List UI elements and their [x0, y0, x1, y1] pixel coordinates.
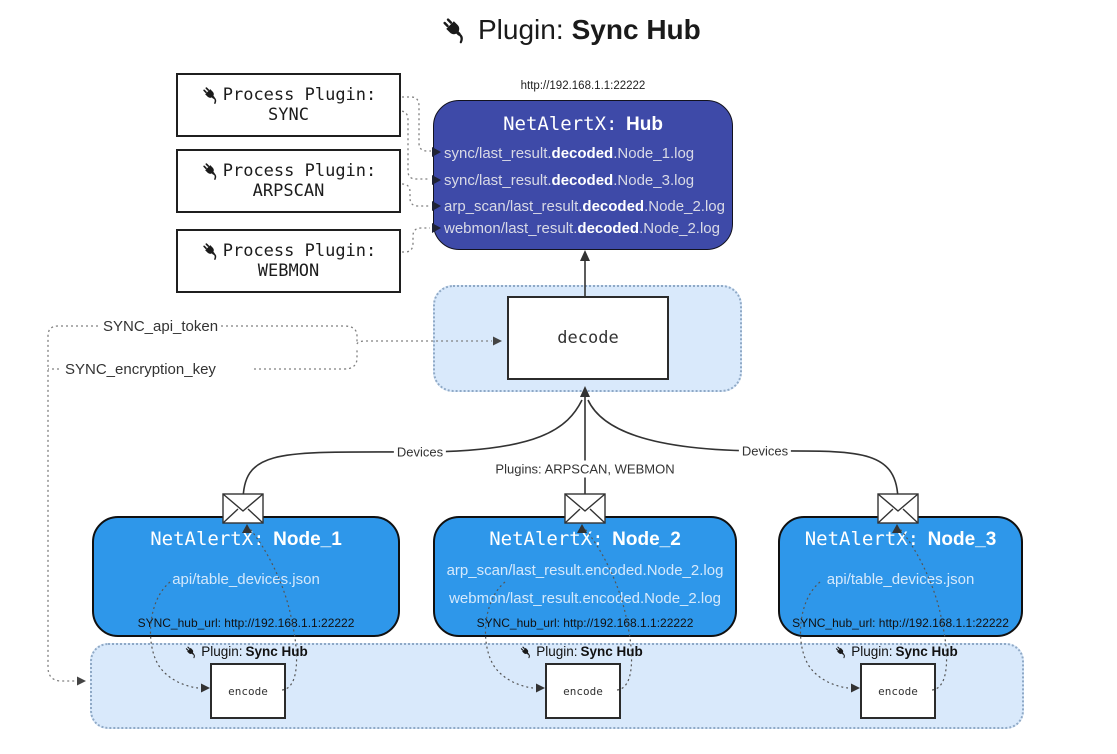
encode-box-3: encode: [860, 663, 936, 719]
hub-file-bold: decoded: [582, 198, 645, 215]
node-hub-url: SYNC_hub_url: http://192.168.1.1:22222: [476, 616, 694, 630]
process-to-hub-edges: [397, 96, 431, 253]
encode-label: encode: [228, 684, 268, 698]
encode-label: encode: [563, 684, 603, 698]
edge-sync-row2: [397, 110, 430, 180]
hub-file-row: sync/last_result.decoded.Node_1.log: [444, 145, 694, 162]
sync-encryption-key-label: SYNC_encryption_key: [62, 361, 219, 378]
arrow-into-encode-container: [77, 676, 86, 686]
sync-api-token-label: SYNC_api_token: [100, 318, 222, 335]
hub-file-pre: webmon/last_result.: [444, 220, 578, 237]
hub-title-prefix: NetAlertX:: [503, 113, 618, 135]
process-plugin-webmon: Process Plugin: WEBMON: [176, 229, 401, 293]
process-plugin-name: WEBMON: [257, 261, 320, 281]
node-title-name: Node_3: [927, 529, 997, 550]
plug-icon: [184, 644, 198, 659]
process-plugin-name: SYNC: [268, 105, 309, 125]
encode-section3-label: Plugin: Sync Hub: [834, 644, 958, 659]
node-title-prefix: NetAlertX:: [804, 528, 920, 550]
plug-icon: [201, 161, 221, 181]
edge-webmon-row4: [397, 227, 430, 253]
node-title: NetAlertX: Node_2: [435, 528, 735, 551]
encode-label: encode: [878, 684, 918, 698]
process-plugin-label: Process Plugin:: [222, 241, 377, 261]
hub-file-pre: arp_scan/last_result.: [444, 198, 583, 215]
hub-file-bold: decoded: [551, 145, 614, 162]
plug-icon: [201, 241, 221, 261]
page-title-name: Sync Hub: [571, 14, 701, 45]
encode-box-2: encode: [545, 663, 621, 719]
edge-sync-row1: [397, 96, 431, 152]
decode-label: decode: [557, 328, 619, 348]
hub-address-label: http://192.168.1.1:22222: [520, 80, 646, 92]
process-plugin-arpscan: Process Plugin: ARPSCAN: [176, 149, 401, 213]
plugin-label-name: Sync Hub: [895, 644, 958, 659]
node-title-name: Node_2: [612, 529, 681, 550]
plugin-label-prefix: Plugin:: [536, 644, 578, 659]
process-plugin-name: ARPSCAN: [252, 181, 325, 201]
node-hub-url: SYNC_hub_url: http://192.168.1.1:22222: [792, 616, 1009, 630]
plug-icon: [201, 85, 221, 105]
hub-file-post: .Node_2.log: [644, 198, 725, 215]
process-plugin-label: Process Plugin:: [222, 85, 377, 105]
hub-file-row: arp_scan/last_result.decoded.Node_2.log: [444, 198, 725, 215]
plugin-label-name: Sync Hub: [245, 644, 308, 659]
plugin-label-prefix: Plugin:: [201, 644, 243, 659]
node3-box: NetAlertX:Node_3 api/table_devices.json …: [778, 516, 1023, 637]
edge-arpscan-row3: [397, 183, 430, 207]
page-title-prefix: Plugin:: [478, 14, 564, 45]
hub-file-post: .Node_3.log: [613, 172, 695, 189]
hub-file-pre: sync/last_result.: [444, 172, 552, 189]
plug-icon: [519, 644, 533, 659]
plugin-label-name: Sync Hub: [580, 644, 643, 659]
arrow-into-hub: [580, 250, 590, 261]
node-to-decode-edges: [242, 394, 899, 514]
node-title: NetAlertX: Node_3: [780, 528, 1021, 551]
hub-file-post: .Node_1.log: [613, 145, 695, 162]
node-file: api/table_devices.json: [826, 571, 975, 588]
hub-file-bold: decoded: [551, 172, 614, 189]
edge-api-token-right: [216, 325, 358, 342]
node-title-name: Node_1: [273, 529, 342, 550]
hub-file-pre: sync/last_result.: [444, 145, 552, 162]
decode-box: decode: [507, 296, 669, 380]
hub-file-row: sync/last_result.decoded.Node_3.log: [444, 172, 694, 189]
node-hub-url: SYNC_hub_url: http://192.168.1.1:22222: [137, 616, 355, 630]
hub-title: NetAlertX: Hub: [434, 113, 732, 136]
hub-box: NetAlertX:Hub sync/last_result.decoded.N…: [433, 100, 733, 250]
edge-label-devices-right: Devices: [738, 442, 792, 460]
process-plugin-label: Process Plugin:: [222, 161, 377, 181]
node-title: NetAlertX: Node_1: [94, 528, 398, 551]
node-title-prefix: NetAlertX:: [150, 528, 265, 550]
encode-section1-label: Plugin: Sync Hub: [184, 644, 308, 659]
hub-file-row: webmon/last_result.decoded.Node_2.log: [444, 220, 720, 237]
node-title-prefix: NetAlertX:: [489, 528, 604, 550]
node-file: api/table_devices.json: [172, 571, 320, 588]
node-file: webmon/last_result.encoded.Node_2.log: [449, 590, 721, 607]
edge-label-devices-left: Devices: [393, 443, 447, 461]
process-plugin-sync: Process Plugin: SYNC: [176, 73, 401, 137]
encode-box-1: encode: [210, 663, 286, 719]
hub-file-post: .Node_2.log: [639, 220, 720, 237]
plug-icon: [834, 644, 848, 659]
plug-icon: [440, 15, 469, 44]
node-file: arp_scan/last_result.encoded.Node_2.log: [446, 562, 724, 579]
hub-file-bold: decoded: [577, 220, 640, 237]
node1-box: NetAlertX:Node_1 api/table_devices.json …: [92, 516, 400, 637]
hub-title-name: Hub: [626, 114, 663, 135]
edge-label-plugins: Plugins: ARPSCAN, WEBMON: [492, 460, 678, 478]
encode-section2-label: Plugin: Sync Hub: [519, 644, 643, 659]
plugin-label-prefix: Plugin:: [851, 644, 893, 659]
node2-box: NetAlertX: Node_2 arp_scan/last_result.en…: [433, 516, 737, 637]
page-title: Plugin: Sync Hub: [440, 14, 701, 46]
edge-key-right: [254, 348, 358, 370]
